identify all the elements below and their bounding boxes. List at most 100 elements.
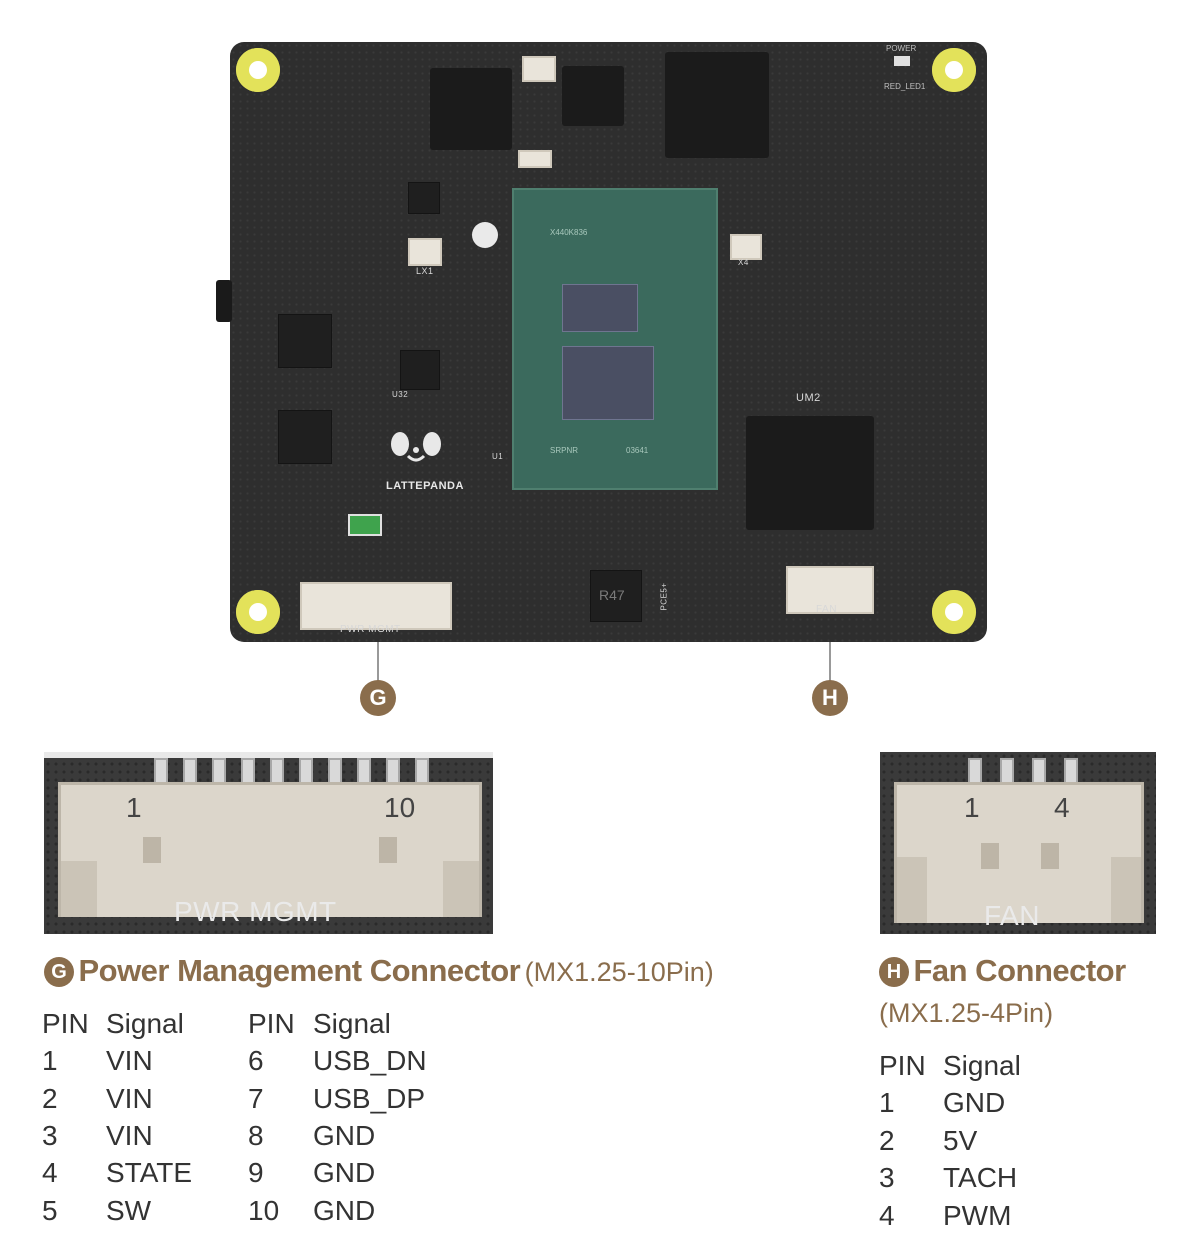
pwr-row-pin: 3 [42, 1120, 58, 1151]
pwr-zoom-label: PWR MGMT [174, 896, 337, 927]
pce-silk: PCE5+ [659, 582, 669, 611]
pin-4 [241, 758, 255, 784]
pwr-row-pin: 2 [42, 1083, 58, 1114]
fan-row-signal: TACH [943, 1162, 1018, 1193]
pwr-row-signal: VIN [106, 1083, 153, 1114]
pwr-mgmt-zoom-photo: 1 10 PWR MGMT [44, 752, 493, 934]
fan-zoom-label: FAN [984, 900, 1040, 931]
marker-h: H [812, 680, 848, 716]
pwr-row-pin: 8 [248, 1120, 264, 1151]
pwr-row-signal: USB_DP [313, 1083, 426, 1114]
pin-5 [270, 758, 284, 784]
cpu-mark-br: 03641 [626, 446, 649, 455]
chip-um2 [746, 416, 874, 530]
fan-connector-housing [894, 782, 1144, 923]
pwr-pin-row [44, 758, 493, 784]
fan-row-signal: PWM [943, 1200, 1012, 1231]
fan-pin-first-label: 1 [964, 792, 980, 823]
pwr-header-pin-right: PIN [248, 1008, 295, 1039]
chip-top-left [430, 68, 512, 150]
pwr-pin-first-label: 1 [126, 792, 142, 823]
pwr-row-pin: 7 [248, 1083, 264, 1114]
marker-g: G [360, 680, 396, 716]
chip-top-mid [562, 66, 624, 126]
window-right [379, 837, 397, 863]
pwr-row-signal: GND [313, 1195, 376, 1226]
fan-connector-marker: H [879, 957, 909, 987]
pwr-row-signal: USB_DN [313, 1045, 427, 1076]
fan-row-pin: 1 [879, 1087, 895, 1118]
red-led-silk: RED_LED1 [884, 82, 926, 91]
lx1-silk: LX1 [416, 266, 434, 276]
panda-logo-icon [388, 430, 444, 466]
leader-line-g [377, 642, 379, 682]
fan-connector-title: Fan Connector [913, 953, 1126, 988]
u32-silk: U32 [392, 390, 409, 399]
fan-row-signal: GND [943, 1087, 1006, 1118]
fan-pin-2 [1000, 758, 1014, 784]
mount-hole-bottom-right [932, 590, 976, 634]
latch-left [61, 861, 97, 917]
fan-zoom-photo: 1 4 FAN [880, 752, 1156, 934]
fan-latch-right [1111, 857, 1141, 923]
pwr-mgmt-connector [300, 582, 452, 630]
fan-connector-subtitle: (MX1.25-4Pin) [879, 998, 1054, 1028]
pin-10 [415, 758, 429, 784]
power-connector-heading: G Power Management Connector (MX1.25-10P… [44, 953, 714, 989]
fan-row-signal: 5V [943, 1125, 978, 1156]
fan-connector-heading: H Fan Connector [879, 953, 1126, 989]
pwr-connector-housing [58, 782, 482, 917]
fan-connector [786, 566, 874, 614]
fan-pin-1 [968, 758, 982, 784]
power-connector-subtitle: (MX1.25-10Pin) [524, 957, 714, 987]
pin-3 [212, 758, 226, 784]
pwr-row-pin: 5 [42, 1195, 58, 1226]
pwr-row-signal: STATE [106, 1157, 193, 1188]
pin-8 [357, 758, 371, 784]
pin-1 [154, 758, 168, 784]
inductor-lx1 [408, 238, 442, 266]
pin-6 [299, 758, 313, 784]
pwr-mgmt-silk: PWR MGMT [340, 624, 401, 635]
brand-name: LATTEPANDA [386, 480, 464, 492]
crystal-x4 [730, 234, 762, 260]
fan-row-pin: 4 [879, 1200, 895, 1231]
pwr-row-pin: 4 [42, 1157, 58, 1188]
power-led [894, 56, 910, 66]
pwr-row-pin: 6 [248, 1045, 264, 1076]
chip-small [408, 182, 440, 214]
fan-row-pin: 2 [879, 1125, 895, 1156]
fan-pin-last-label: 4 [1054, 792, 1070, 823]
fan-header-signal: Signal [943, 1050, 1021, 1081]
pwr-row-pin: 10 [248, 1195, 280, 1226]
fan-window-left [981, 843, 999, 869]
power-silk: POWER [886, 44, 917, 53]
power-connector-marker: G [44, 957, 74, 987]
pwr-row-pin: 1 [42, 1045, 58, 1076]
mount-hole-bottom-left [236, 590, 280, 634]
pwr-pin-last-label: 10 [384, 792, 416, 823]
fan-window-right [1041, 843, 1059, 869]
window-left [143, 837, 161, 863]
green-led [348, 514, 382, 536]
pwr-row-signal: VIN [106, 1045, 153, 1076]
white-dot [472, 222, 498, 248]
cpu-mark-top: X440K836 [550, 228, 588, 237]
cpu-package: X440K836 SRPNR 03641 [512, 188, 718, 490]
pwr-header-signal-left: Signal [106, 1008, 184, 1039]
pwr-row-signal: VIN [106, 1120, 153, 1151]
board-photo: POWER RED_LED1 U32 LX1 LATTEPANDA X440K8… [216, 42, 987, 642]
fan-row-pin: 3 [879, 1162, 895, 1193]
pin-2 [183, 758, 197, 784]
cpu-die-large [562, 346, 654, 420]
pwr-header-signal-right: Signal [313, 1008, 391, 1039]
pwr-row-pin: 9 [248, 1157, 264, 1188]
um2-silk: UM2 [796, 392, 821, 404]
chip-eu2 [278, 410, 332, 464]
pin-9 [386, 758, 400, 784]
pwr-header-pin-left: PIN [42, 1008, 89, 1039]
memory-chip [665, 52, 769, 158]
chip-u32 [400, 350, 440, 390]
inductor-r47: R47 [590, 570, 642, 622]
chip-au1 [278, 314, 332, 368]
